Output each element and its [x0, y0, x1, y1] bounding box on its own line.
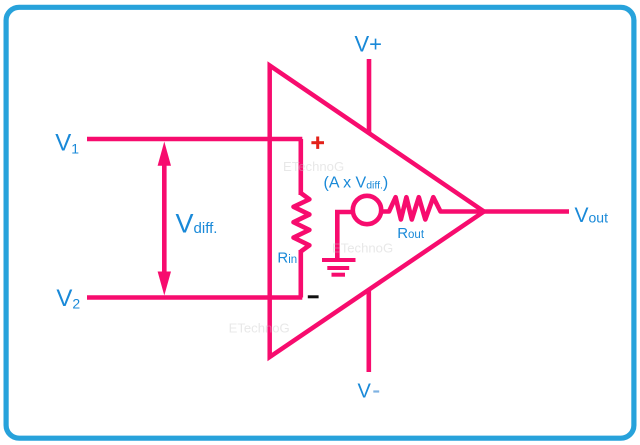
svg-text:Rin: Rin — [277, 250, 297, 267]
svg-text:V+: V+ — [355, 31, 383, 56]
svg-text:ETechnoG: ETechnoG — [332, 240, 393, 255]
svg-text:Rout: Rout — [397, 225, 425, 242]
svg-text:ETechnoG: ETechnoG — [229, 320, 290, 335]
svg-text:Vout: Vout — [575, 204, 609, 227]
svg-text:V: V — [358, 381, 372, 403]
svg-text:(A x Vdiff.): (A x Vdiff.) — [324, 174, 389, 191]
svg-text:ETechnoG: ETechnoG — [283, 159, 344, 174]
